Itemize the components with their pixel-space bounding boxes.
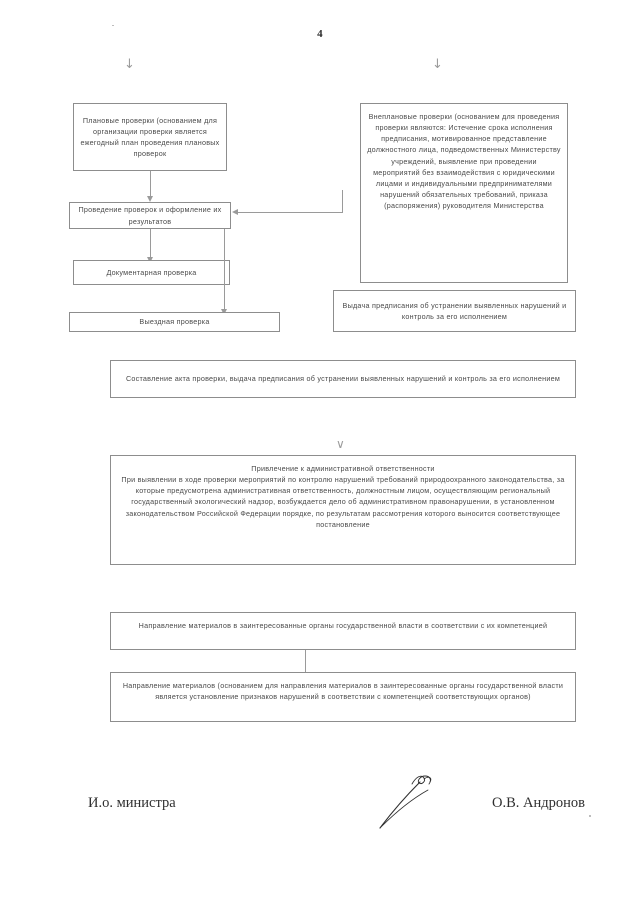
send-materials-basis-text: Направление материалов (основанием для н… [122, 681, 564, 702]
planned-inspections-text: Плановые проверки (основанием для органи… [80, 115, 220, 159]
signatory-title: И.о. министра [88, 795, 176, 811]
connector-send-materials [305, 650, 306, 672]
connector-conduct-to-field [224, 229, 225, 313]
scan-speck [112, 25, 114, 26]
administrative-liability-text: При выявлении в ходе проверки мероприяти… [121, 475, 565, 529]
issue-order-box: Выдача предписания об устранении выявлен… [333, 290, 576, 332]
connector-unplanned-drop [342, 190, 343, 213]
documentary-inspection-box: Документарная проверка [73, 260, 230, 285]
inspection-act-text: Составление акта проверки, выдача предпи… [125, 374, 561, 384]
connector-unplanned-to-conduct [238, 212, 342, 213]
issue-order-text: Выдача предписания об устранении выявлен… [342, 300, 567, 321]
inspection-act-box: Составление акта проверки, выдача предпи… [110, 360, 576, 398]
unplanned-inspections-box: Внеплановые проверки (основанием для про… [360, 103, 568, 283]
field-inspection-box: Выездная проверка [69, 312, 280, 332]
mid-down-arrow-icon: ∨ [336, 437, 345, 451]
connector-planned-to-conduct [150, 171, 151, 199]
unplanned-inspections-text: Внеплановые проверки (основанием для про… [367, 112, 561, 211]
signatory-name: О.В. Андронов [492, 795, 585, 811]
conduct-inspections-box: Проведение проверок и оформление их резу… [69, 202, 231, 229]
connector-conduct-to-documentary [150, 229, 151, 260]
conduct-inspections-text: Проведение проверок и оформление их резу… [78, 205, 222, 226]
planned-inspections-box: Плановые проверки (основанием для органи… [73, 103, 227, 171]
top-right-down-arrow-icon: ↓ [432, 57, 443, 72]
send-materials-basis-box: Направление материалов (основанием для н… [110, 672, 576, 722]
scan-speck [589, 815, 591, 817]
field-inspection-text: Выездная проверка [139, 317, 210, 327]
arrowhead-unplanned-to-conduct-icon [232, 208, 238, 215]
administrative-liability-box: Привлечение к административной ответстве… [110, 455, 576, 565]
top-left-down-arrow-icon: ↓ [124, 57, 135, 72]
documentary-inspection-text: Документарная проверка [106, 267, 197, 277]
send-materials-box: Направление материалов в заинтересованны… [110, 612, 576, 650]
administrative-liability-heading: Привлечение к административной ответстве… [251, 464, 435, 473]
arrowhead-planned-to-conduct-icon [146, 196, 153, 202]
page-number: 4 [317, 28, 323, 40]
send-materials-text: Направление материалов в заинтересованны… [138, 621, 548, 630]
signature-row: И.о. министра О.В. Андронов [0, 795, 640, 825]
